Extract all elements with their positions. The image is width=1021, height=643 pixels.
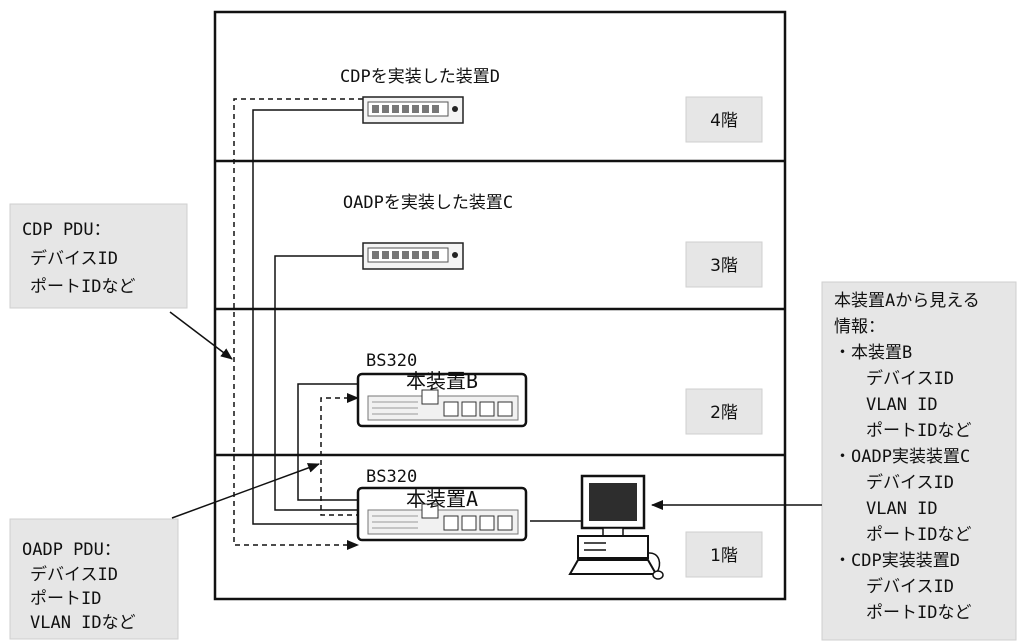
svg-text:・CDP実装装置D: ・CDP実装装置D <box>834 551 960 571</box>
svg-text:ポートIDなど: ポートIDなど <box>30 277 135 297</box>
oadp-callout-pointer <box>171 463 320 519</box>
cables <box>252 109 585 525</box>
cdp-callout-pointer <box>169 311 233 360</box>
switch-icon <box>362 242 464 270</box>
pdu-flows <box>233 98 370 550</box>
building-frame <box>213 10 787 601</box>
svg-text:情報：: 情報： <box>834 317 885 337</box>
floor-label-4: 4階 <box>685 96 763 143</box>
svg-text:3階: 3階 <box>710 256 738 276</box>
device-a-model: BS320 <box>366 467 417 487</box>
svg-text:デバイスID: デバイスID <box>30 564 118 585</box>
switch-icon <box>362 96 464 124</box>
device-a-name: 本装置A <box>406 487 478 511</box>
svg-text:1階: 1階 <box>710 546 738 566</box>
cdp-pdu-callout: CDP PDU： デバイスID ポートIDなど <box>9 203 188 309</box>
svg-text:ポートIDなど: ポートIDなど <box>866 525 971 545</box>
svg-text:ポートIDなど: ポートIDなど <box>866 603 971 623</box>
svg-text:CDP PDU：: CDP PDU： <box>22 220 111 240</box>
floor-label-2: 2階 <box>685 388 763 435</box>
device-d-label: CDPを実装した装置D <box>340 67 500 87</box>
svg-text:ポートIDなど: ポートIDなど <box>866 421 971 441</box>
floor-label-3: 3階 <box>685 241 763 288</box>
svg-text:2階: 2階 <box>710 403 738 423</box>
device-b-name: 本装置B <box>406 369 478 393</box>
visible-info-callout: 本装置Aから見える 情報： ・本装置B デバイスID VLAN ID ポートID… <box>821 281 1017 641</box>
computer-icon <box>568 474 664 580</box>
svg-text:デバイスID: デバイスID <box>30 248 118 269</box>
svg-text:デバイスID: デバイスID <box>866 472 954 493</box>
svg-text:ポートID: ポートID <box>30 589 101 609</box>
svg-text:OADP PDU：: OADP PDU： <box>22 540 121 560</box>
svg-text:・本装置B: ・本装置B <box>834 343 912 363</box>
svg-text:デバイスID: デバイスID <box>866 576 954 597</box>
svg-text:デバイスID: デバイスID <box>866 368 954 389</box>
svg-text:本装置Aから見える: 本装置Aから見える <box>834 291 980 311</box>
oadp-pdu-callout: OADP PDU： デバイスID ポートID VLAN IDなど <box>9 518 179 640</box>
svg-text:VLAN ID: VLAN ID <box>866 395 938 415</box>
svg-text:4階: 4階 <box>710 111 738 131</box>
svg-text:VLAN IDなど: VLAN IDなど <box>30 613 136 633</box>
svg-text:・OADP実装装置C: ・OADP実装装置C <box>834 447 970 467</box>
svg-text:VLAN ID: VLAN ID <box>866 499 938 519</box>
floor-label-1: 1階 <box>685 531 763 578</box>
device-b-model: BS320 <box>366 351 417 371</box>
device-c-label: OADPを実装した装置C <box>343 193 513 213</box>
